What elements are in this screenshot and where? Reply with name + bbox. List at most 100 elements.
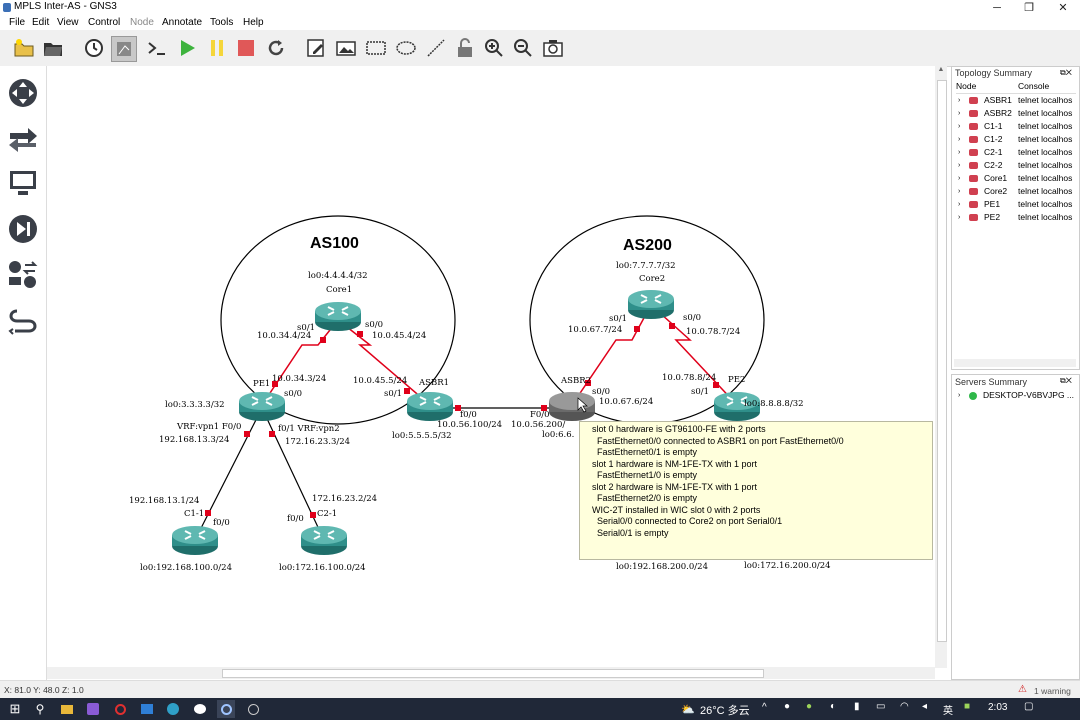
link-ip-label: 10.0.56.200/ [511,420,566,430]
menu-annotate[interactable]: Annotate [162,17,203,28]
search-icon[interactable]: ⚲ [35,702,45,716]
as200-label: AS200 [623,237,672,254]
note-icon[interactable] [304,36,328,60]
all-devices-icon[interactable] [6,258,40,292]
open-folder-icon[interactable] [41,36,65,60]
warning-count[interactable]: 1 warning [1034,686,1071,696]
screenshot-icon[interactable] [541,36,565,60]
tray-app-icon[interactable]: ◐ [830,701,837,712]
link-ip-label: 172.16.23.2/24 [312,494,378,504]
close-button[interactable]: ✕ [1058,2,1068,14]
tray-chevron-icon[interactable]: ^ [762,702,767,713]
notification-bell-icon[interactable]: ● [784,701,791,712]
stop-icon[interactable] [234,36,258,60]
app-icon[interactable] [244,700,262,718]
switches-icon[interactable] [6,122,40,156]
ellipse-icon[interactable] [394,36,418,60]
app-icon[interactable] [138,700,156,718]
windows-start-icon[interactable]: ⊞ [9,701,21,716]
file-explorer-icon[interactable] [58,700,76,718]
console-icon[interactable] [145,36,169,60]
line-icon[interactable] [424,36,448,60]
weather-icon[interactable]: ⛅ [681,703,695,716]
minimize-button[interactable]: ─ [993,2,1001,14]
visual-studio-icon[interactable] [84,700,102,718]
menu-help[interactable]: Help [243,17,264,28]
end-devices-icon[interactable] [6,166,40,200]
maximize-button[interactable]: ❐ [1024,2,1034,14]
notification-center-icon[interactable]: ▢ [1024,701,1034,712]
pause-icon[interactable] [205,36,229,60]
wifi-icon[interactable]: ◠ [900,701,909,712]
scroll-up-arrow-icon[interactable]: ▲ [937,66,945,73]
add-link-icon[interactable] [6,306,40,340]
gns3-taskbar-icon[interactable] [217,700,235,718]
snapshot-icon[interactable] [111,36,137,62]
tray-app-icon[interactable]: ■ [964,701,971,712]
scrollbar-thumb[interactable] [222,669,764,678]
float-panel-icon[interactable]: ⧉✕ [1060,376,1072,385]
rectangle-icon[interactable] [364,36,388,60]
image-icon[interactable] [334,36,358,60]
core1-name-label: Core1 [326,285,353,295]
router-icon [969,136,978,143]
menu-edit[interactable]: Edit [32,17,50,28]
menu-node[interactable]: Node [130,17,154,28]
edge-browser-icon[interactable] [164,700,182,718]
canvas-horizontal-scrollbar[interactable] [47,667,935,679]
server-row[interactable]: › DESKTOP-V6BVJPG ... [958,390,1075,400]
routers-icon[interactable] [6,76,40,110]
new-project-icon[interactable] [12,36,36,60]
tooltip-line: slot 1 hardware is NM-1FE-TX with 1 port [592,458,758,469]
link-ip-label: 10.0.67.7/24 [568,325,623,335]
col-node-header[interactable]: Node [956,81,977,91]
menu-view[interactable]: View [57,17,79,28]
menu-file[interactable]: File [9,17,26,28]
reload-icon[interactable] [264,36,288,60]
core1-loopback-label: lo0:4.4.4.4/32 [308,271,368,281]
app-icon[interactable] [111,700,129,718]
vrf-vpn1-label: VRF:vpn1 F0/0 [177,422,242,432]
topology-canvas[interactable]: AS100 AS200 lo0:4.4.4.4/32 Core1 s0/1 s0… [47,66,935,668]
canvas-vertical-scrollbar[interactable]: ▲ [935,66,947,668]
server-name: DESKTOP-V6BVJPG ... [983,390,1075,400]
security-devices-icon[interactable] [6,212,40,246]
volume-icon[interactable]: ◂ [922,701,928,712]
tray-app-icon[interactable]: ● [806,701,813,712]
link-ip-label: 10.0.45.5/24 [353,376,408,386]
asbr2-name-label: ASBR2 [561,376,592,386]
core1-s01-label: s0/1 [297,323,316,333]
menu-tools[interactable]: Tools [210,17,234,28]
weather-text[interactable]: 26°C 多云 [700,705,750,717]
c4-loopback-label: lo0:172.16.200.0/24 [744,561,831,571]
start-icon[interactable] [175,36,199,60]
scrollbar-thumb[interactable] [937,80,947,642]
zoom-in-icon[interactable] [482,36,506,60]
menu-control[interactable]: Control [88,17,121,28]
asbr1-loopback-label: lo0:5.5.5.5/32 [392,431,452,441]
summary-horizontal-scrollbar[interactable] [954,359,1076,367]
col-console-header[interactable]: Console [1018,81,1050,91]
chat-icon[interactable] [191,700,209,718]
microphone-icon[interactable]: ▮ [854,701,860,712]
float-panel-icon[interactable]: ⧉✕ [1060,68,1072,77]
zoom-out-icon[interactable] [511,36,535,60]
pe1-name-label: PE1 [253,379,271,389]
lock-icon[interactable] [453,36,477,60]
clock-time[interactable]: 2:03 [988,702,1008,713]
input-language[interactable]: 英 [943,706,953,717]
clock-icon[interactable] [82,36,106,60]
battery-icon[interactable]: ▭ [876,701,886,712]
warning-icon[interactable]: ⚠ [1018,684,1027,695]
